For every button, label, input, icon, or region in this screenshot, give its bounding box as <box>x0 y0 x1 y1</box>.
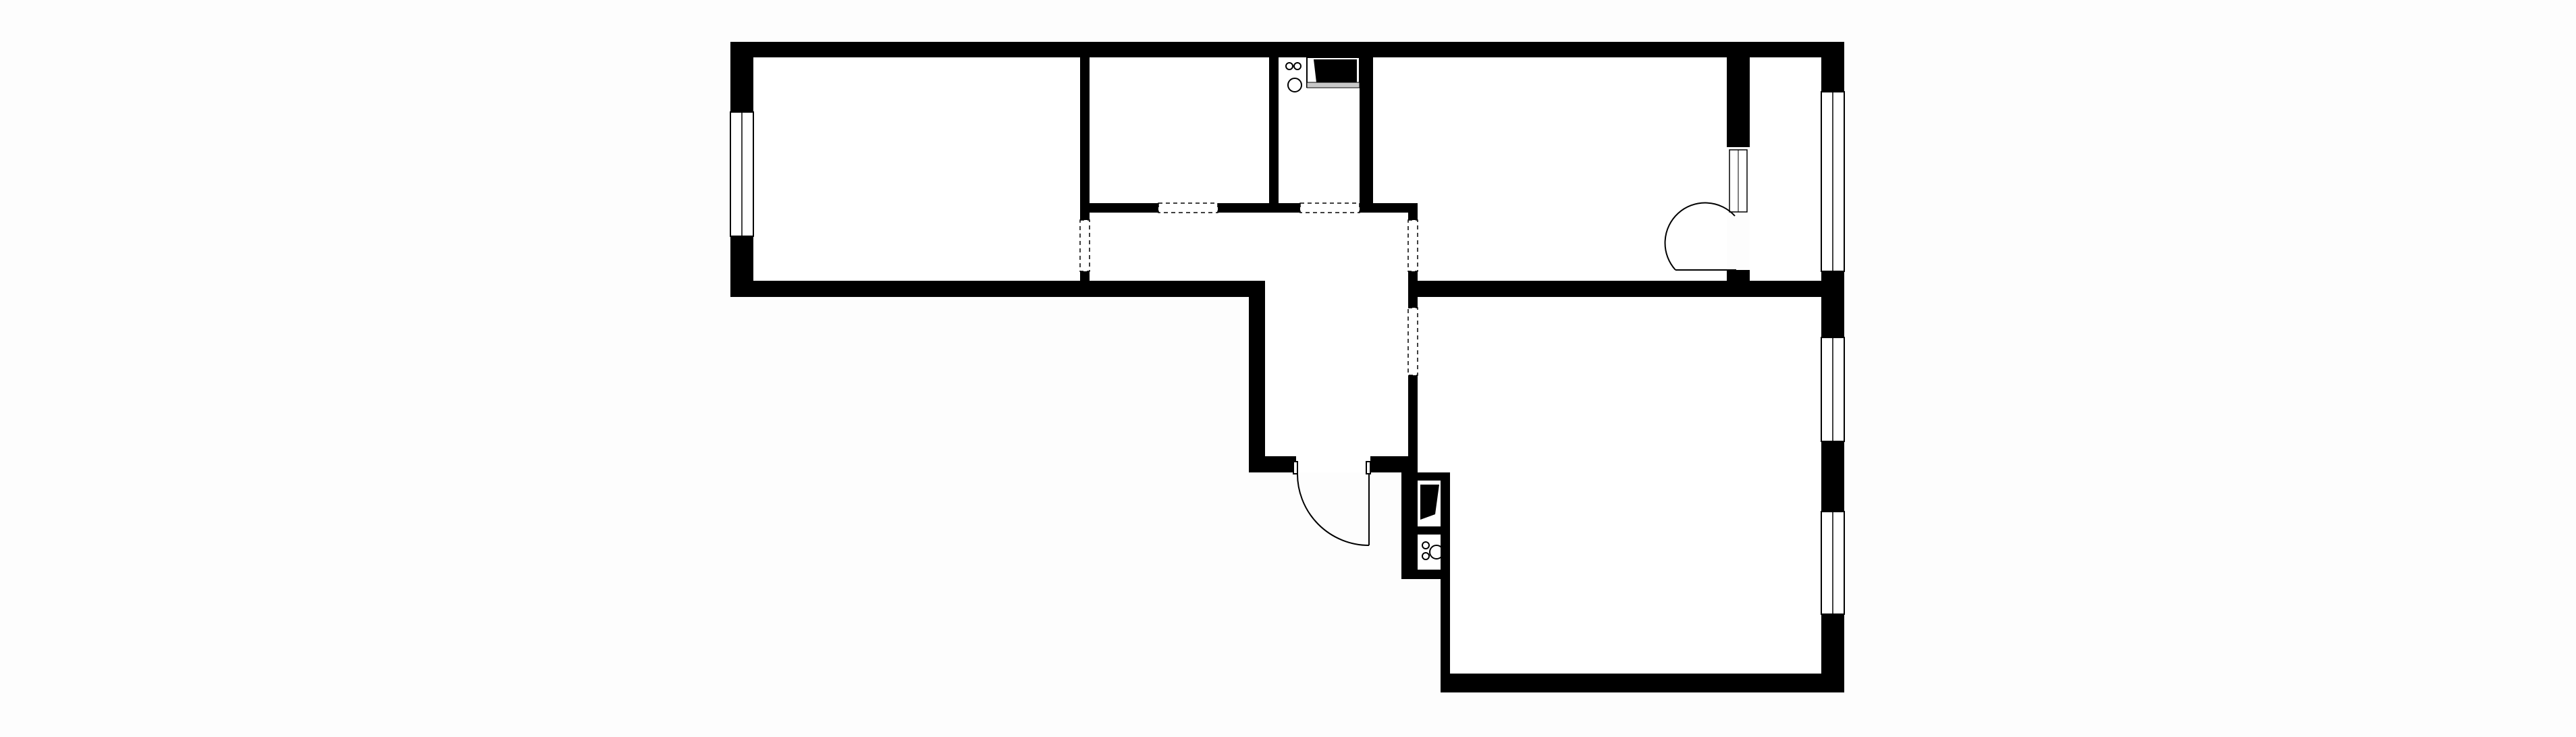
room-northeast <box>1373 57 1727 281</box>
opening-bathroom <box>1299 202 1360 213</box>
window-east-1 <box>1821 91 1845 272</box>
wall-south <box>1441 674 1844 692</box>
opening-small-room <box>1158 202 1218 213</box>
sink-icon <box>1429 545 1444 559</box>
internal-openings <box>1079 202 1418 376</box>
bath-tub-icon <box>1314 59 1357 82</box>
room-closet-north <box>1750 57 1821 281</box>
stove-burner-icon <box>1293 62 1302 70</box>
wall-partition-3 <box>1360 57 1373 213</box>
room-floors <box>753 57 1821 674</box>
window-east-3 <box>1821 511 1845 615</box>
wall-closet <box>1727 57 1750 147</box>
opening-large-room <box>1407 307 1418 376</box>
room-west-bedroom <box>753 57 1080 281</box>
wall-kitchenette-b <box>1441 472 1450 692</box>
kitchenette <box>1418 481 1444 570</box>
stove-burner-icon <box>1285 62 1293 70</box>
wall-hallway-west <box>1249 281 1265 472</box>
wall-hallway-sw <box>1249 456 1296 472</box>
closet-fixture <box>1420 485 1439 520</box>
wall-closet-stub <box>1727 270 1750 281</box>
doors <box>1293 147 1750 546</box>
bath-shade <box>1306 82 1360 88</box>
wall-north <box>730 42 1844 57</box>
wall-ne-south <box>1408 281 1844 297</box>
room-small-center <box>1090 57 1269 203</box>
opening-west-bedroom <box>1079 219 1090 272</box>
windows <box>730 91 1845 615</box>
room-hallway <box>1090 213 1408 472</box>
window-west <box>730 111 754 237</box>
room-large-southeast <box>1418 297 1821 674</box>
wall-south-west-wing <box>730 281 1265 297</box>
entrance-door <box>1293 461 1371 546</box>
stove-burner-icon <box>1422 541 1430 549</box>
stove-burner-icon <box>1422 552 1430 560</box>
closet-door <box>1664 147 1750 273</box>
opening-northeast <box>1407 219 1418 272</box>
bathroom-fixtures <box>1285 57 1360 92</box>
wall-small-rooms-south <box>1080 203 1418 213</box>
window-east-2 <box>1821 337 1845 442</box>
wall-partition-2 <box>1269 57 1279 213</box>
sink-icon <box>1287 78 1302 92</box>
